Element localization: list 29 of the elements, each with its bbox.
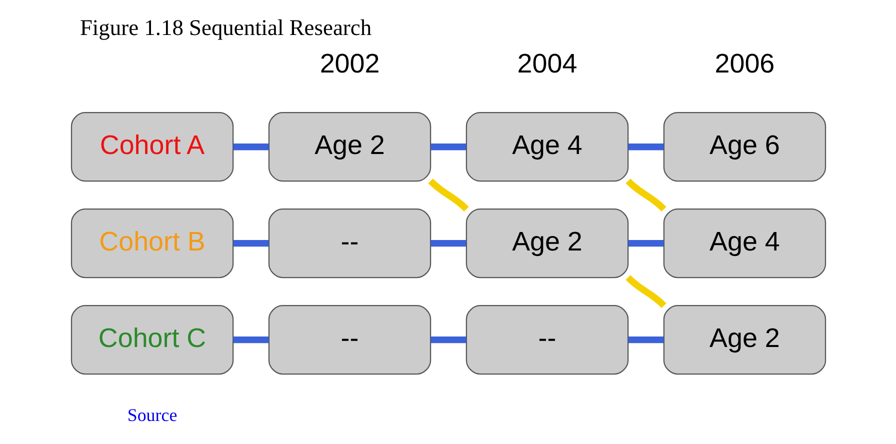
node-box: Cohort B bbox=[70, 208, 234, 278]
node-box: Age 4 bbox=[465, 112, 628, 182]
connector bbox=[628, 143, 664, 150]
node-box: Cohort A bbox=[70, 112, 234, 182]
connector bbox=[625, 178, 666, 212]
diagram-title: Figure 1.18 Sequential Research bbox=[79, 15, 372, 40]
connector bbox=[628, 240, 664, 247]
label: Source bbox=[126, 404, 177, 425]
connector bbox=[628, 336, 664, 344]
connector bbox=[430, 240, 466, 247]
node-box: Cohort C bbox=[70, 305, 234, 375]
label: 2002 bbox=[319, 48, 380, 78]
connector bbox=[428, 178, 468, 212]
label: 2004 bbox=[516, 48, 577, 78]
label: 2006 bbox=[714, 48, 774, 78]
connector bbox=[232, 336, 268, 344]
node-box: Age 4 bbox=[662, 208, 826, 278]
connector bbox=[625, 275, 666, 308]
node-box: -- bbox=[268, 305, 431, 375]
connector bbox=[232, 143, 268, 150]
node-box: Age 2 bbox=[662, 305, 826, 375]
node-box: Age 2 bbox=[465, 208, 628, 278]
node-box: -- bbox=[268, 208, 431, 278]
connector bbox=[430, 336, 466, 344]
node-box: -- bbox=[465, 305, 628, 375]
connector bbox=[232, 240, 268, 247]
node-box: Age 2 bbox=[268, 112, 431, 182]
node-box: Age 6 bbox=[662, 112, 826, 182]
connector bbox=[430, 143, 466, 150]
